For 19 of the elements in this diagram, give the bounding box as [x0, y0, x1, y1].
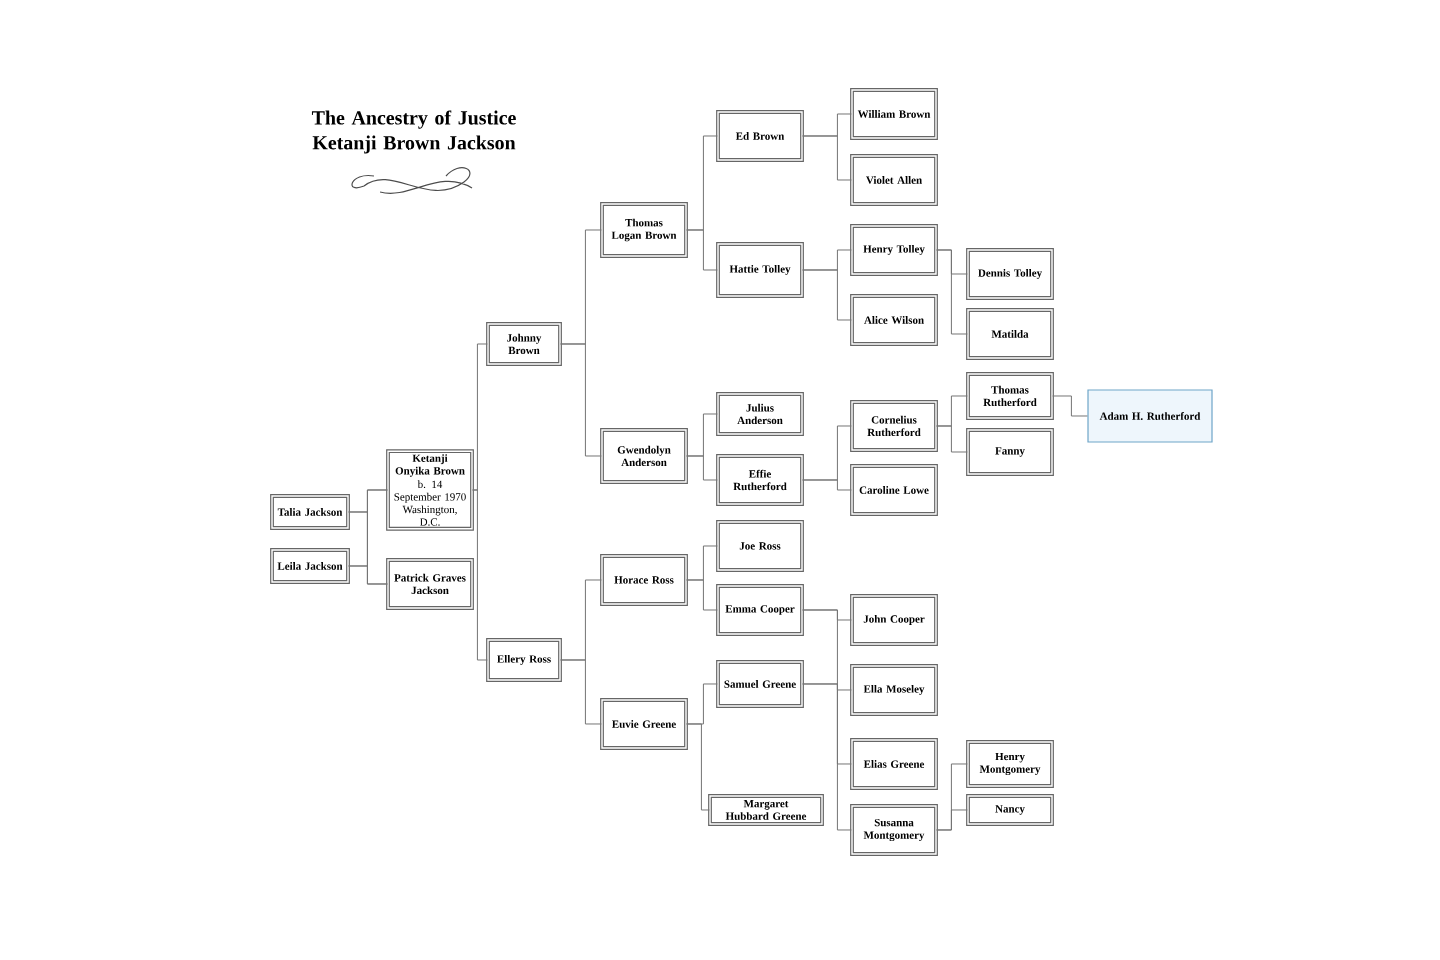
- connector-line: [936, 425, 968, 453]
- connector-line: [936, 809, 968, 831]
- connector-line: [802, 479, 852, 491]
- connector-line: [802, 269, 852, 321]
- connector-line: [560, 659, 602, 725]
- connector-line: [802, 683, 852, 831]
- connector-line: [802, 135, 852, 181]
- connector-line: [348, 565, 388, 585]
- connector-line: [1052, 395, 1088, 417]
- connector-line: [802, 609, 852, 691]
- connector-line: [472, 343, 488, 491]
- connector-line: [686, 229, 718, 271]
- connector-line: [686, 579, 718, 611]
- connector-line: [686, 455, 718, 481]
- connector-line: [472, 489, 488, 661]
- title: The Ancestry of Justice Ketanji Brown Jackson: [311, 110, 516, 154]
- connector-line: [560, 343, 602, 457]
- connector-line: [686, 723, 710, 811]
- connector-line: [936, 249, 968, 335]
